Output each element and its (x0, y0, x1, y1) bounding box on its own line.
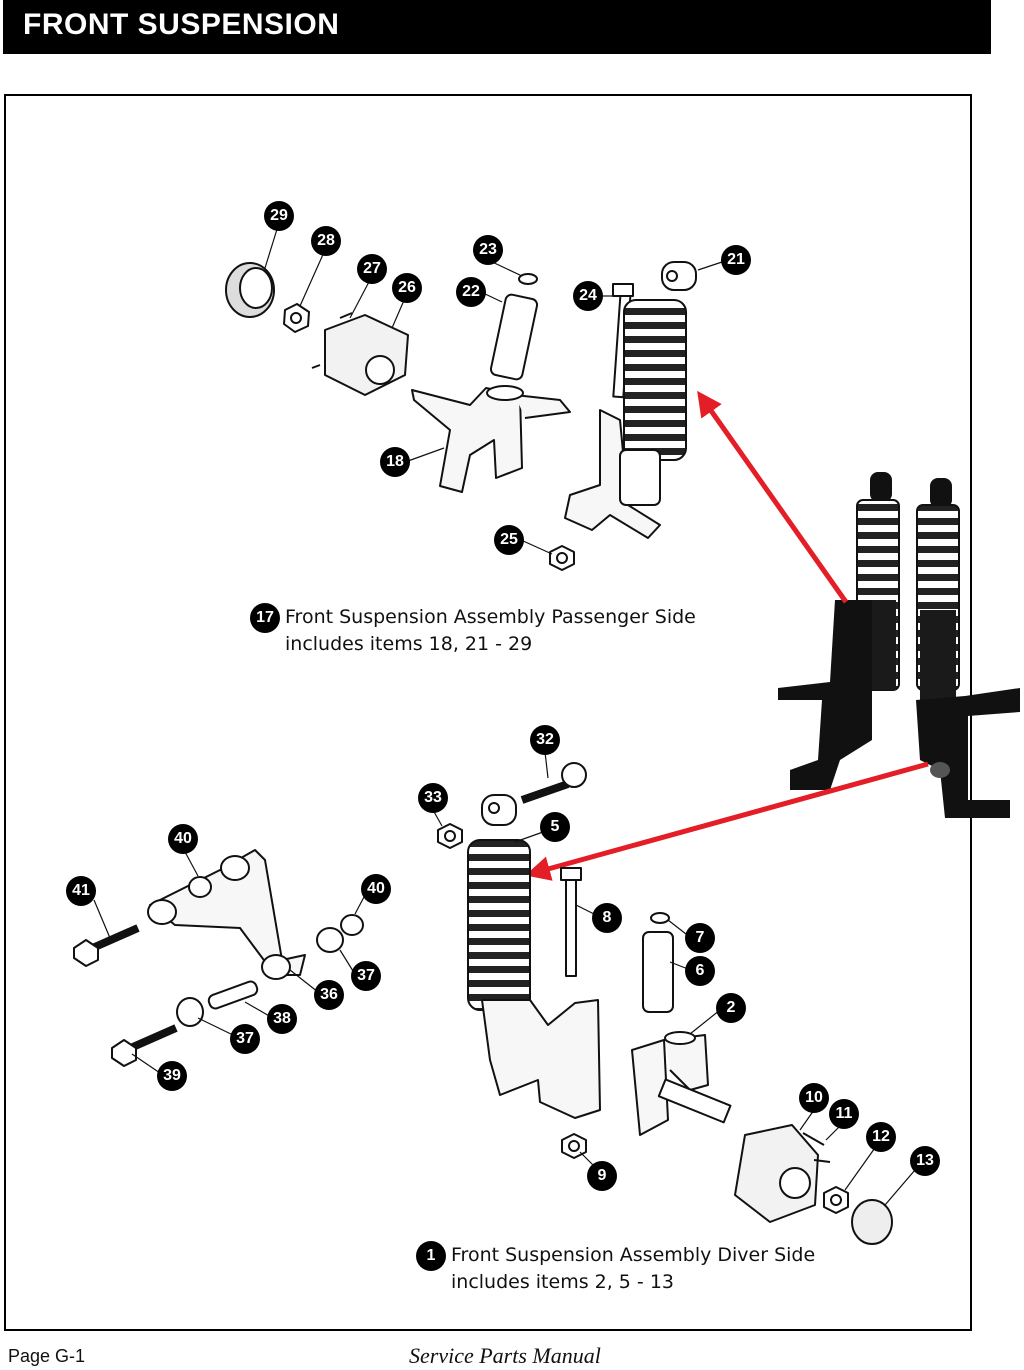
part-number-badge: 39 (157, 1061, 187, 1091)
driver-assembly-label: Front Suspension Assembly Diver Side inc… (451, 1242, 815, 1296)
part-number-badge: 21 (721, 245, 751, 275)
part-number-badge: 40 (361, 874, 391, 904)
part-number-badge: 2 (716, 993, 746, 1023)
part-number-badge: 13 (910, 1146, 940, 1176)
part-number-badge: 5 (540, 812, 570, 842)
part-number-badge: 8 (592, 903, 622, 933)
header-bar: FRONT SUSPENSION (3, 0, 991, 54)
part-number-badge: 7 (685, 923, 715, 953)
shock-photo (778, 440, 1024, 830)
part-number-badge: 11 (829, 1099, 859, 1129)
page-title: FRONT SUSPENSION (23, 8, 340, 41)
arrow-to-driver-shock (525, 761, 929, 881)
passenger-assembly-title: Front Suspension Assembly Passenger Side (285, 606, 696, 628)
part-number-badge: 22 (456, 277, 486, 307)
part-number-badge: 40 (168, 824, 198, 854)
passenger-assembly-includes: includes items 18, 21 - 29 (285, 633, 533, 655)
dust-cap-29-drawing (225, 262, 275, 318)
part-number-badge: 6 (685, 956, 715, 986)
part-number-badge: 24 (573, 281, 603, 311)
manual-title: Service Parts Manual (409, 1343, 601, 1368)
part-number-badge: 25 (494, 525, 524, 555)
part-number-badge: 12 (866, 1122, 896, 1152)
part-number-badge: 9 (587, 1161, 617, 1191)
driver-assembly-includes: includes items 2, 5 - 13 (451, 1271, 675, 1293)
part-number-badge: 32 (530, 725, 560, 755)
part-number-badge: 28 (311, 226, 341, 256)
arrow-to-passenger-shock (697, 390, 849, 604)
part-number-badge: 41 (66, 876, 96, 906)
part-number-badge: 18 (380, 447, 410, 477)
part-number-badge: 37 (351, 961, 381, 991)
part-number-badge: 26 (392, 273, 422, 303)
driver-assembly-number: 1 (416, 1241, 446, 1271)
part-number-badge: 33 (418, 783, 448, 813)
passenger-assembly-number: 17 (250, 603, 280, 633)
passenger-assembly-label: Front Suspension Assembly Passenger Side… (285, 604, 696, 658)
page-number: Page G-1 (8, 1346, 86, 1366)
part-number-badge: 23 (473, 235, 503, 265)
part-number-badge: 38 (267, 1004, 297, 1034)
part-number-badge: 37 (230, 1024, 260, 1054)
part-number-badge: 36 (314, 980, 344, 1010)
part-number-badge: 29 (264, 201, 294, 231)
part-number-badge: 27 (357, 254, 387, 284)
driver-assembly-title: Front Suspension Assembly Diver Side (451, 1244, 816, 1266)
part-number-badge: 10 (799, 1083, 829, 1113)
